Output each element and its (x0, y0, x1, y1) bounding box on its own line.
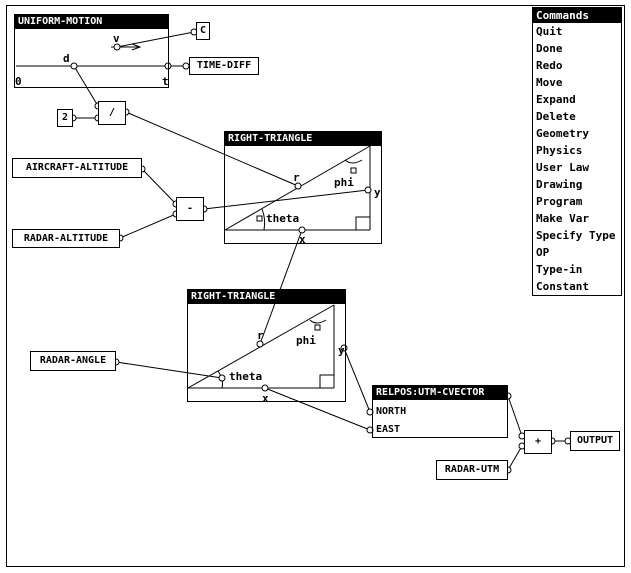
triangle2-theta-label: theta (229, 370, 263, 383)
minus-operator[interactable]: - (176, 197, 204, 221)
menu-item-quit[interactable]: Quit (536, 25, 563, 38)
uniform-motion-t-label: t (162, 75, 169, 88)
triangle1-theta-label: theta (266, 212, 300, 225)
triangle2-phi-arc (309, 319, 327, 324)
uniform-motion-module[interactable]: UNIFORM-MOTION (14, 14, 169, 88)
time-diff-box[interactable]: TIME-DIFF (189, 57, 259, 75)
relpos-north-label: NORTH (376, 406, 407, 417)
menu-item-drawing[interactable]: Drawing (536, 178, 583, 191)
relpos-utm-cvector-module[interactable]: RELPOS:UTM-CVECTOR (372, 385, 508, 438)
triangle1-y-label: y (374, 186, 381, 199)
output-box[interactable]: OUTPUT (570, 431, 620, 451)
triangle1-theta-marker (256, 215, 263, 222)
wire-x1-to-r2 (259, 229, 303, 345)
triangle1-phi-marker (350, 167, 357, 174)
menu-item-move[interactable]: Move (536, 76, 563, 89)
wire-y2-to-north (343, 347, 371, 413)
menu-item-user-law[interactable]: User Law (536, 161, 589, 174)
menu-item-redo[interactable]: Redo (536, 59, 563, 72)
aircraft-altitude-box[interactable]: AIRCRAFT-ALTITUDE (12, 158, 142, 178)
triangle1-r-label: r (293, 171, 300, 184)
wire-radar-alt-to-minus (119, 213, 177, 239)
triangle2-phi-label: phi (296, 334, 316, 347)
port-d[interactable] (70, 62, 78, 70)
menu-item-program[interactable]: Program (536, 195, 583, 208)
plus-operator[interactable]: + (524, 430, 552, 454)
uniform-motion-v-arrowhead (131, 43, 142, 51)
right-triangle-module-2[interactable]: RIGHT-TRIANGLE (187, 289, 346, 402)
constant-two-box[interactable]: 2 (57, 109, 73, 127)
triangle1-title: RIGHT-TRIANGLE (225, 132, 381, 146)
uniform-motion-v-label: v (113, 32, 120, 45)
divide-operator[interactable]: / (98, 101, 126, 125)
wire-v-to-c (116, 31, 195, 48)
wire-x2-to-east (264, 387, 371, 431)
triangle2-title: RIGHT-TRIANGLE (188, 290, 345, 304)
menu-item-constant[interactable]: Constant (536, 280, 589, 293)
port-triangle1-x[interactable] (298, 226, 306, 234)
port-relpos-north[interactable] (366, 408, 374, 416)
relpos-east-label: EAST (376, 424, 401, 435)
radar-utm-box[interactable]: RADAR-UTM (436, 460, 508, 480)
wire-divide-to-r1 (125, 111, 299, 187)
triangle2-phi-marker (314, 324, 321, 331)
menu-item-delete[interactable]: Delete (536, 110, 576, 123)
wire-d-to-divide (73, 65, 99, 107)
port-v[interactable] (113, 43, 121, 51)
port-triangle1-r[interactable] (294, 182, 302, 190)
wire-radar-utm-to-plus (507, 445, 523, 471)
triangle2-right-angle (319, 374, 334, 388)
menu-item-make-var[interactable]: Make Var (536, 212, 589, 225)
menu-item-specify-type[interactable]: Specify Type (536, 229, 616, 242)
port-triangle2-r[interactable] (256, 340, 264, 348)
constant-c-box[interactable]: C (196, 22, 210, 40)
commands-menu-title: Commands (533, 8, 621, 23)
triangle2-y-label: y (338, 344, 345, 357)
wire-relpos-to-plus (507, 395, 523, 437)
port-triangle2-theta[interactable] (218, 374, 226, 382)
wire-aircraft-to-minus (141, 168, 177, 205)
triangle2-x-label: x (262, 392, 269, 405)
triangle1-x-label: x (299, 233, 306, 246)
menu-item-geometry[interactable]: Geometry (536, 127, 589, 140)
menu-item-type-in[interactable]: Type-in (536, 263, 583, 276)
menu-item-expand[interactable]: Expand (536, 93, 576, 106)
triangle1-phi-label: phi (334, 176, 354, 189)
triangle1-right-angle (355, 216, 370, 230)
right-triangle-module-1[interactable]: RIGHT-TRIANGLE (224, 131, 382, 244)
uniform-motion-title: UNIFORM-MOTION (15, 15, 168, 29)
triangle2-r-label: r (257, 329, 264, 342)
menu-item-physics[interactable]: Physics (536, 144, 583, 157)
wire-radar-angle-to-theta2 (115, 361, 223, 379)
window-frame (6, 5, 625, 567)
port-relpos-east[interactable] (366, 426, 374, 434)
triangle1-theta-arc (261, 208, 266, 231)
wire-minus-to-y1 (203, 189, 369, 210)
radar-altitude-box[interactable]: RADAR-ALTITUDE (12, 229, 120, 248)
uniform-motion-zero-label: 0 (15, 75, 22, 88)
commands-menu: Commands Quit Done Redo Move Expand Dele… (532, 7, 622, 296)
port-triangle2-x[interactable] (261, 384, 269, 392)
port-triangle1-y[interactable] (364, 186, 372, 194)
menu-item-op[interactable]: OP (536, 246, 550, 259)
radar-angle-box[interactable]: RADAR-ANGLE (30, 351, 116, 371)
triangle1-phi-arc (344, 159, 363, 164)
menu-item-done[interactable]: Done (536, 42, 563, 55)
relpos-title: RELPOS:UTM-CVECTOR (373, 386, 507, 400)
uniform-motion-d-label: d (63, 52, 70, 65)
